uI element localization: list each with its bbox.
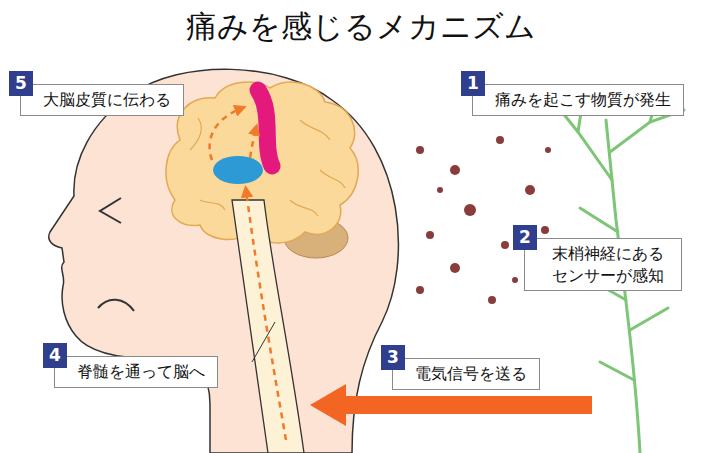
callout-number: 1: [461, 71, 485, 96]
thalamus: [213, 156, 263, 184]
spinal-cord: [232, 200, 304, 453]
mouth: [98, 300, 134, 311]
callout-box: 2末梢神経にある センサーが感知: [524, 238, 682, 291]
callout-text: 大脳皮質に伝わる: [43, 89, 171, 111]
callout-box: 4脊髄を通って脳へ: [54, 356, 218, 388]
callout-text: 末梢神経にある センサーが感知: [547, 243, 669, 286]
leader-line: [252, 322, 275, 362]
callout-text: 電気信号を送る: [415, 363, 527, 385]
callout-number: 3: [381, 345, 405, 370]
cerebral-cortex: [258, 90, 272, 166]
callout-number: 2: [513, 225, 537, 250]
callout-number: 5: [9, 71, 33, 96]
callout-box: 3電気信号を送る: [392, 358, 540, 390]
callout-number: 4: [43, 343, 67, 368]
signal-arrow: [310, 384, 592, 426]
callout-box: 1痛みを起こす物質が発生: [472, 84, 684, 116]
callout-text: 痛みを起こす物質が発生: [495, 89, 671, 111]
eye: [100, 198, 121, 223]
signal-path: [210, 108, 286, 440]
callout-text: 脊髄を通って脳へ: [77, 361, 205, 383]
diagram-title: 痛みを感じるメカニズム: [0, 6, 722, 48]
callout-box: 5大脳皮質に伝わる: [20, 84, 184, 116]
